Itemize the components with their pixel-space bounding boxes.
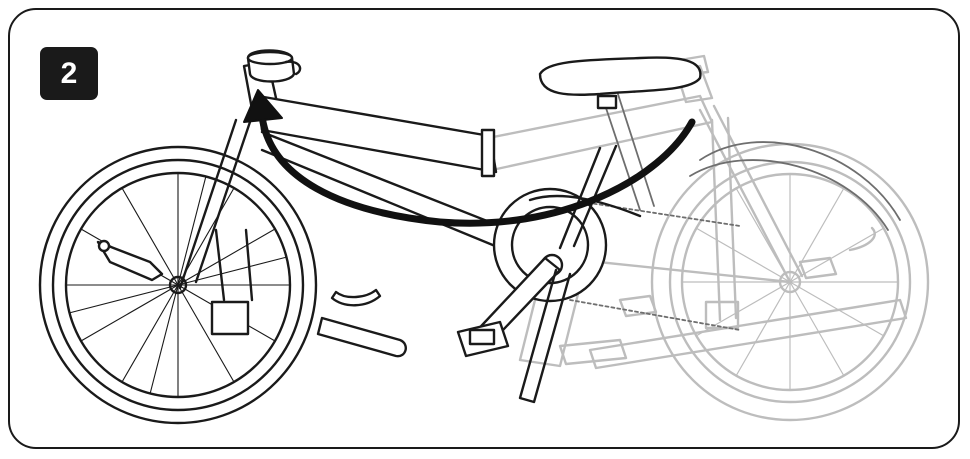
ghost-bracket [704, 300, 740, 330]
kickstand [528, 194, 642, 218]
front-fork [178, 114, 254, 290]
rear-wheel-arc [699, 141, 901, 221]
chainring-inner [510, 205, 590, 285]
down-tube [260, 130, 512, 250]
instruction-panel [8, 8, 960, 449]
front-brake-lever [96, 240, 164, 282]
fold-arrow-head [243, 89, 283, 123]
front-wheel-tire-inner [51, 158, 305, 412]
saddle [538, 56, 702, 96]
frame-hinge [480, 128, 496, 178]
top-tube [256, 94, 498, 174]
ghost-wheel-spokes [681, 173, 899, 391]
front-wheel-tire-outer [38, 145, 318, 425]
left-brake-lever [330, 288, 382, 307]
ghost-wheel-tire-inner [668, 160, 912, 404]
step-number-badge: 2 [40, 47, 98, 100]
lower-crank-leg [518, 268, 572, 404]
fold-arrow [258, 112, 696, 227]
seat-clamp [596, 94, 618, 110]
ghost-handlebar-grip [588, 298, 908, 370]
left-handlebar-grip [316, 316, 407, 358]
front-carrier-bracket [210, 300, 250, 336]
ghost-pedal [558, 338, 628, 366]
rear-drivetrain [569, 87, 901, 331]
